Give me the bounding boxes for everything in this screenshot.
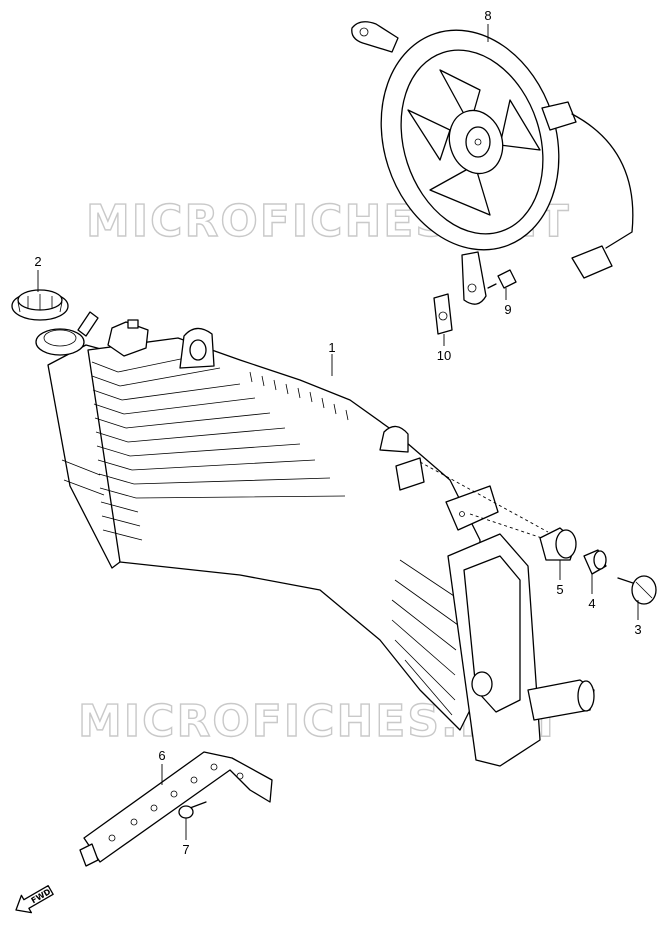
- radiator-bracket-6: [79, 751, 273, 867]
- callout-8: 8: [484, 8, 491, 23]
- callout-10: 10: [437, 348, 451, 363]
- cushion-5: [539, 527, 577, 561]
- callout-5: 5: [556, 582, 563, 597]
- callout-4: 4: [588, 596, 595, 611]
- leader-lines: [37, 24, 639, 840]
- callout-1: 1: [328, 340, 335, 355]
- radiator: [35, 311, 595, 767]
- callout-2: 2: [34, 254, 41, 269]
- bolt-7: [178, 801, 207, 819]
- callout-6: 6: [158, 748, 165, 763]
- callout-9: 9: [504, 302, 511, 317]
- bolt-9: [487, 269, 517, 289]
- fwd-arrow-icon: FWD: [15, 885, 54, 914]
- collar-4: [583, 549, 607, 575]
- radiator-cap: [11, 289, 69, 321]
- cooling-fan: [351, 21, 634, 305]
- callout-7: 7: [182, 842, 189, 857]
- clip-nut-10: [433, 293, 453, 335]
- bolt-3: [617, 575, 657, 605]
- radiator-core-fins: [91, 354, 461, 716]
- callout-3: 3: [634, 622, 641, 637]
